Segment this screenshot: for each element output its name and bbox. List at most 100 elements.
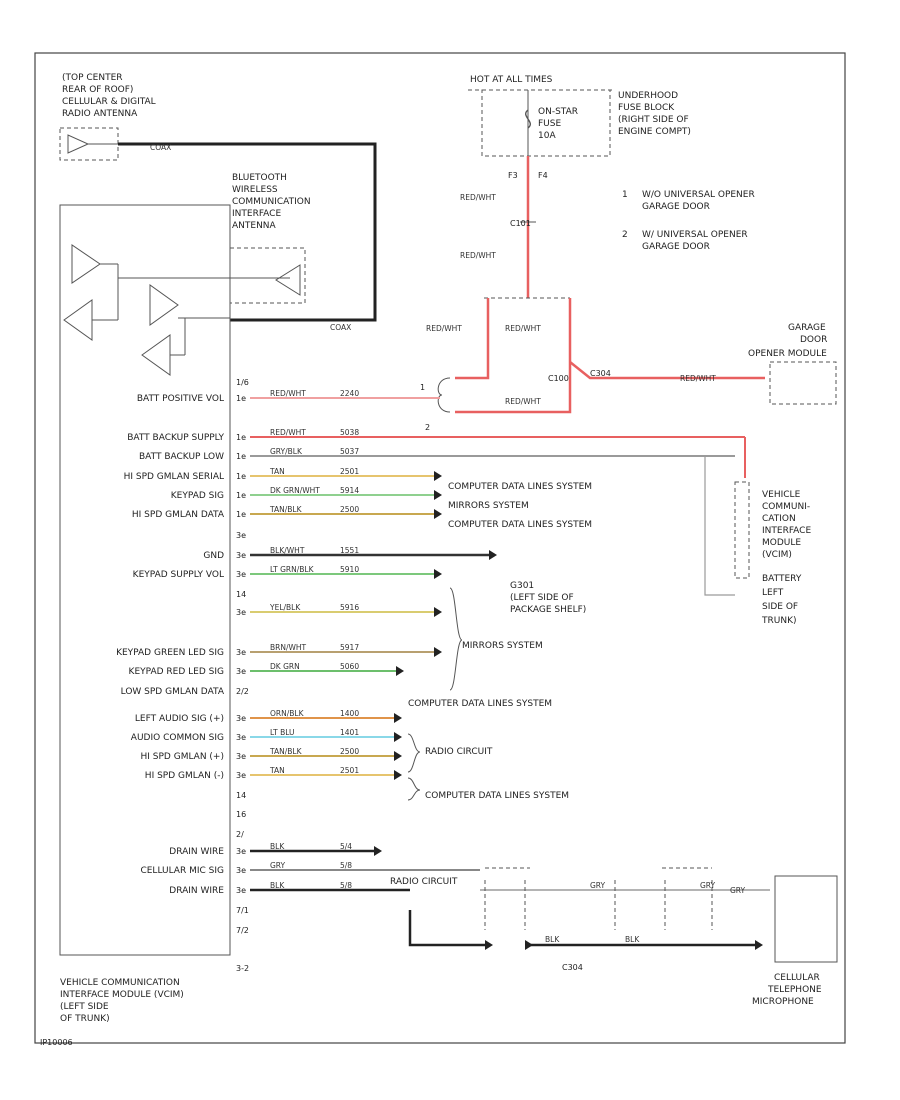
red-feed-label-1: RED/WHT — [460, 193, 496, 202]
signal-arrow-5 — [434, 490, 442, 500]
gry-mic-label: GRY — [730, 886, 746, 895]
vcim-battery-connector — [734, 481, 750, 579]
dest-computer-3: COMPUTER DATA LINES SYSTEM — [408, 699, 552, 709]
antenna-line-1: (TOP CENTER — [62, 73, 123, 83]
signal-arrow-15 — [394, 713, 402, 723]
vcim-right-label: VEHICLE COMMUNI- CATION INTERFACE MODULE… — [761, 490, 811, 626]
signal-circuit-18: 2501 — [340, 766, 359, 775]
splice-right-drop — [455, 298, 572, 414]
fuse-block-box — [481, 89, 611, 157]
signal-row-21: 2/ — [236, 830, 244, 839]
signal-color-5: DK GRN/WHT — [270, 486, 320, 495]
signal-pin-24: 3e — [236, 886, 246, 895]
signal-circuit-2: 5038 — [340, 428, 359, 437]
mic-arrow-2 — [525, 940, 533, 950]
bluetooth-line-3: COMMUNICATION — [232, 197, 311, 207]
ground-line-2: (LEFT SIDE OF — [510, 593, 574, 603]
signal-name-16: AUDIO COMMON SIG — [131, 733, 224, 743]
antenna-label: (TOP CENTER REAR OF ROOF) CELLULAR & DIG… — [62, 73, 156, 119]
signal-pin-18: 3e — [236, 771, 246, 780]
vcim-right-4: INTERFACE — [762, 526, 811, 536]
dest-computer-4: COMPUTER DATA LINES SYSTEM — [425, 791, 569, 801]
signal-pin-25: 7/1 — [236, 906, 249, 915]
coax-cable — [118, 142, 377, 322]
signal-name-23: CELLULAR MIC SIG — [140, 866, 224, 876]
vcim-right-6: (VCIM) — [762, 550, 792, 560]
signal-name-15: LEFT AUDIO SIG (+) — [135, 714, 224, 724]
radio-brace — [407, 733, 421, 773]
dest-radio-1: RADIO CIRCUIT — [425, 747, 493, 757]
fuse-block-line-4: ENGINE COMPT) — [618, 127, 691, 137]
fuse-name-2: FUSE — [538, 119, 561, 129]
signal-pin-23: 3e — [236, 866, 246, 875]
dest-radio-2: RADIO CIRCUIT — [390, 877, 458, 887]
signal-color-16: LT BLU — [270, 728, 295, 737]
signal-pin-3: 1e — [236, 452, 246, 461]
signal-name-22: DRAIN WIRE — [169, 847, 224, 857]
signal-circuit-11: 5916 — [340, 603, 359, 612]
note-2-number: 2 — [622, 230, 628, 240]
signal-pin-4: 1e — [236, 472, 246, 481]
fuse-block-line-3: (RIGHT SIDE OF — [618, 115, 689, 125]
signal-name-8: GND — [203, 551, 224, 561]
signal-pin-11: 3e — [236, 608, 246, 617]
signal-name-18: HI SPD GMLAN (-) — [145, 771, 224, 781]
signal-name-17: HI SPD GMLAN (+) — [141, 752, 225, 762]
ground-line-3: PACKAGE SHELF) — [510, 605, 586, 615]
signal-color-6: TAN/BLK — [269, 505, 303, 514]
bluetooth-antenna-label: BLUETOOTH WIRELESS COMMUNICATION INTERFA… — [232, 173, 311, 231]
antenna-line-4: RADIO ANTENNA — [62, 109, 138, 119]
bluetooth-line-1: BLUETOOTH — [232, 173, 287, 183]
signal-color-8: BLK/WHT — [270, 546, 305, 555]
signal-name-14: LOW SPD GMLAN DATA — [121, 687, 225, 697]
signal-arrow-13 — [396, 666, 404, 676]
signal-circuit-24: 5/8 — [340, 881, 352, 890]
note-2-line-2: GARAGE DOOR — [642, 242, 710, 252]
ground-line-1: G301 — [510, 581, 534, 591]
mic-line-1: CELLULAR — [774, 973, 820, 983]
signal-pin-12: 3e — [236, 648, 246, 657]
signal-circuit-3: 5037 — [340, 447, 359, 456]
vcim-right-10: TRUNK) — [761, 616, 796, 626]
vcim-bottom-1: VEHICLE COMMUNICATION — [60, 978, 180, 988]
antenna-line-3: CELLULAR & DIGITAL — [62, 97, 156, 107]
note-2: 2 W/ UNIVERSAL OPENER GARAGE DOOR — [622, 230, 748, 252]
signal-name-4: HI SPD GMLAN SERIAL — [124, 472, 224, 482]
signal-arrow-4 — [434, 471, 442, 481]
mirrors-brace — [449, 587, 463, 691]
vcim-right-2: COMMUNI- — [762, 502, 810, 512]
signal-name-24: DRAIN WIRE — [169, 886, 224, 896]
vcim-bottom-4: OF TRUNK) — [60, 1014, 110, 1024]
signal-pin-22: 3e — [236, 847, 246, 856]
note-1-number: 1 — [622, 190, 628, 200]
c304-label: C304 — [590, 369, 611, 378]
signal-row-20: 16 — [236, 810, 246, 819]
bluetooth-line-2: WIRELESS — [232, 185, 278, 195]
signal-name-3: BATT BACKUP LOW — [139, 452, 224, 462]
signal-pin-19: 14 — [236, 791, 246, 800]
signal-pin-2: 1e — [236, 433, 246, 442]
hot-at-all-times-label: HOT AT ALL TIMES — [470, 75, 553, 85]
signal-arrow-18 — [394, 770, 402, 780]
signal-pin-16: 3e — [236, 733, 246, 742]
signal-pin-7: 3e — [236, 531, 246, 540]
vcim-right-9: SIDE OF — [762, 602, 798, 612]
red-feed-label-2: RED/WHT — [460, 251, 496, 260]
dest-mirrors-1: MIRRORS SYSTEM — [448, 501, 529, 511]
vcim-right-7: BATTERY — [762, 574, 802, 584]
signal-pin-5: 1e — [236, 491, 246, 500]
signal-circuit-22: 5/4 — [340, 842, 352, 851]
signal-pin-6: 1e — [236, 510, 246, 519]
signal-pin-1: 1e — [236, 394, 246, 403]
signal-pin-27: 3-2 — [236, 964, 249, 973]
vcim-bottom-label: VEHICLE COMMUNICATION INTERFACE MODULE (… — [60, 978, 184, 1024]
